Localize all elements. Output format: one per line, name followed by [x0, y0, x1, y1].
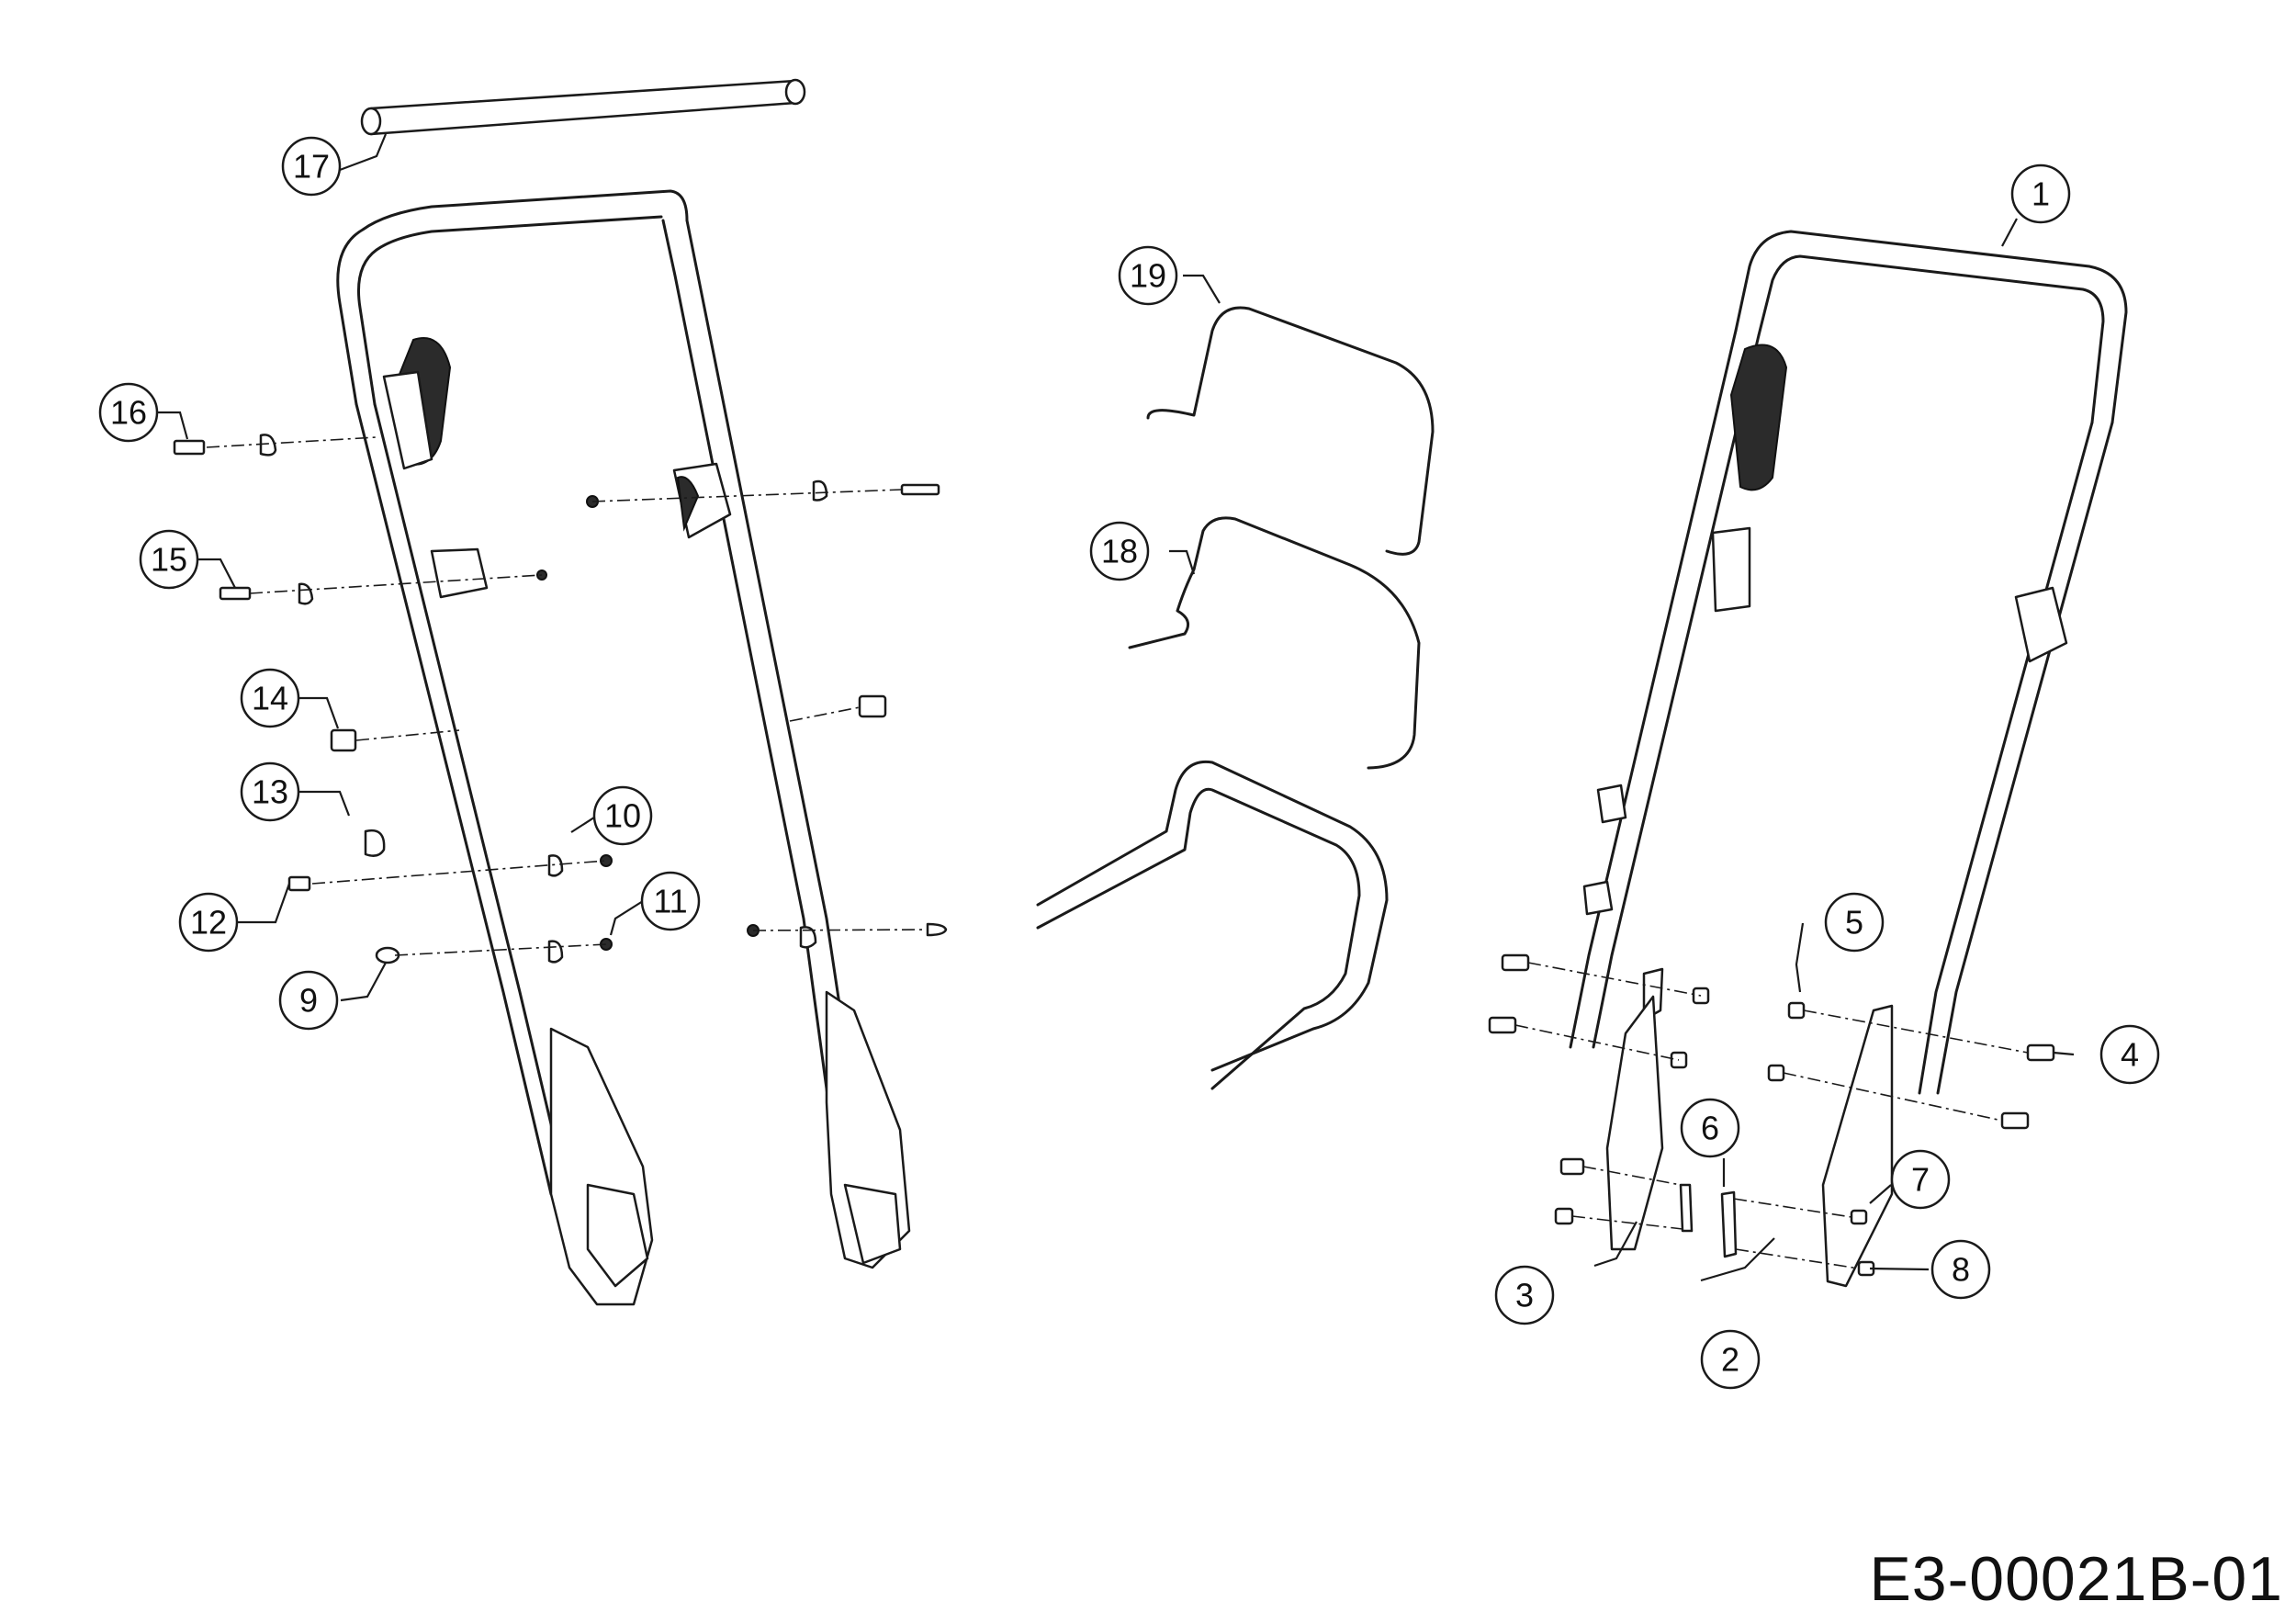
- callout-9: 9: [278, 970, 339, 1031]
- lower-handle: [1036, 760, 1389, 1090]
- svg-text:5: 5: [1845, 904, 1863, 942]
- callout-6: 6: [1680, 1098, 1740, 1158]
- svg-text:7: 7: [1911, 1161, 1930, 1199]
- callout-19: 19: [1118, 245, 1178, 306]
- svg-text:19: 19: [1130, 257, 1166, 295]
- control-bail-19: [1146, 306, 1435, 556]
- callout-13: 13: [240, 761, 300, 822]
- svg-text:16: 16: [110, 394, 147, 432]
- upper-handle-left-view: [336, 189, 911, 1306]
- handle-assembly-right: [1569, 230, 2128, 1095]
- callout-12: 12: [178, 892, 239, 953]
- callouts: 1 2 3 4 5 6 7 8 9 10 11 12 13 14 15 16 1…: [98, 136, 2160, 1390]
- svg-text:10: 10: [604, 797, 641, 835]
- svg-text:11: 11: [653, 883, 687, 920]
- svg-text:2: 2: [1721, 1341, 1739, 1379]
- assembly-axis-lines: [206, 436, 2029, 1269]
- svg-text:4: 4: [2121, 1036, 2139, 1074]
- svg-text:9: 9: [299, 982, 318, 1020]
- callout-17: 17: [281, 136, 342, 197]
- svg-text:8: 8: [1952, 1251, 1970, 1289]
- svg-text:1: 1: [2032, 175, 2050, 213]
- callout-3: 3: [1494, 1265, 1555, 1325]
- svg-text:17: 17: [293, 148, 330, 186]
- svg-text:13: 13: [252, 773, 288, 811]
- callout-8: 8: [1930, 1239, 1991, 1300]
- callout-2: 2: [1700, 1329, 1761, 1390]
- callout-16: 16: [98, 382, 159, 443]
- grip-tube: [360, 78, 806, 136]
- leader-lines: [153, 133, 2075, 1282]
- control-bail-18: [1128, 516, 1421, 770]
- callout-7: 7: [1890, 1149, 1951, 1210]
- callout-14: 14: [240, 668, 300, 728]
- callout-18: 18: [1089, 521, 1150, 581]
- svg-text:15: 15: [151, 541, 187, 579]
- lower-brackets-right: [1605, 967, 1894, 1288]
- callout-4: 4: [2099, 1024, 2160, 1085]
- hardware: [173, 434, 2055, 1277]
- svg-text:3: 3: [1515, 1277, 1534, 1314]
- callout-5: 5: [1824, 892, 1885, 953]
- callout-1: 1: [2010, 164, 2071, 224]
- svg-text:12: 12: [190, 904, 227, 942]
- callout-11: 11: [640, 871, 701, 931]
- callout-15: 15: [139, 529, 199, 590]
- svg-text:14: 14: [252, 680, 288, 717]
- callout-10: 10: [592, 785, 653, 846]
- svg-text:18: 18: [1101, 533, 1138, 570]
- svg-text:6: 6: [1701, 1110, 1719, 1147]
- drawing-code-label: E3-00021B-01: [1869, 1544, 2283, 1614]
